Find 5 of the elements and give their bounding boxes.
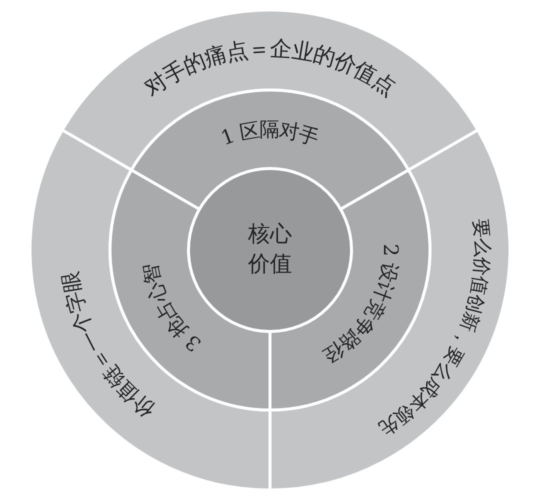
segment-label: 1 区隔对手 — [217, 116, 322, 150]
core-label: 核心价值 — [247, 221, 293, 279]
segment-label: 对手的痛点＝企业的价值点 — [140, 36, 400, 101]
segment-label: 2 设计竞争路径 — [318, 244, 403, 368]
segment-label: 3 抢占心智 — [138, 261, 206, 357]
